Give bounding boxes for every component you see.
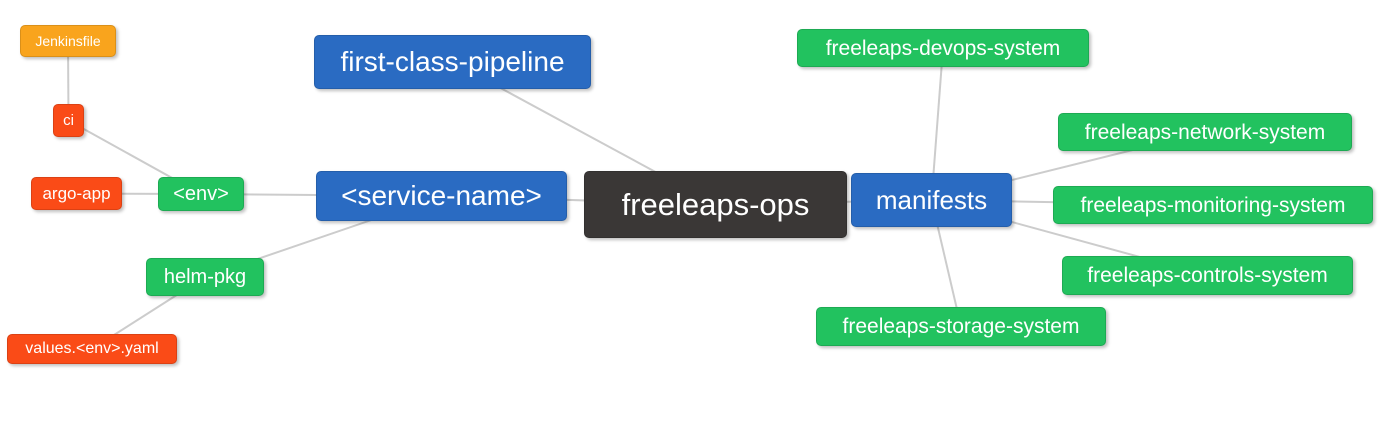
node-label-env: <env> bbox=[173, 183, 229, 205]
node-freeleaps-controls-system[interactable]: freeleaps-controls-system bbox=[1062, 256, 1353, 295]
node-label-values-env-yaml: values.<env>.yaml bbox=[25, 340, 159, 357]
node-argo-app[interactable]: argo-app bbox=[31, 177, 122, 210]
node-values-env-yaml[interactable]: values.<env>.yaml bbox=[7, 334, 177, 364]
node-service-name[interactable]: <service-name> bbox=[316, 171, 567, 221]
node-label-ci: ci bbox=[63, 112, 74, 129]
node-first-class-pipeline[interactable]: first-class-pipeline bbox=[314, 35, 591, 89]
node-label-freeleaps-storage-system: freeleaps-storage-system bbox=[842, 315, 1080, 338]
node-env[interactable]: <env> bbox=[158, 177, 244, 211]
node-freeleaps-devops-system[interactable]: freeleaps-devops-system bbox=[797, 29, 1089, 67]
node-label-argo-app: argo-app bbox=[42, 184, 111, 203]
node-ci[interactable]: ci bbox=[53, 104, 84, 137]
node-label-freeleaps-monitoring-system: freeleaps-monitoring-system bbox=[1080, 193, 1346, 217]
node-label-freeleaps-ops: freeleaps-ops bbox=[621, 187, 810, 222]
node-freeleaps-network-system[interactable]: freeleaps-network-system bbox=[1058, 113, 1352, 151]
node-label-freeleaps-devops-system: freeleaps-devops-system bbox=[825, 36, 1061, 60]
node-jenkinsfile[interactable]: Jenkinsfile bbox=[20, 25, 116, 57]
node-manifests[interactable]: manifests bbox=[851, 173, 1012, 227]
node-helm-pkg[interactable]: helm-pkg bbox=[146, 258, 264, 296]
node-label-manifests: manifests bbox=[875, 185, 988, 215]
node-label-first-class-pipeline: first-class-pipeline bbox=[340, 46, 565, 77]
node-label-freeleaps-network-system: freeleaps-network-system bbox=[1084, 120, 1326, 144]
node-label-service-name: <service-name> bbox=[341, 180, 542, 211]
node-freeleaps-storage-system[interactable]: freeleaps-storage-system bbox=[816, 307, 1106, 346]
node-label-jenkinsfile: Jenkinsfile bbox=[35, 33, 101, 49]
node-freeleaps-monitoring-system[interactable]: freeleaps-monitoring-system bbox=[1053, 186, 1373, 224]
node-label-freeleaps-controls-system: freeleaps-controls-system bbox=[1087, 264, 1328, 287]
node-label-helm-pkg: helm-pkg bbox=[163, 266, 247, 288]
node-freeleaps-ops[interactable]: freeleaps-ops bbox=[584, 171, 847, 238]
